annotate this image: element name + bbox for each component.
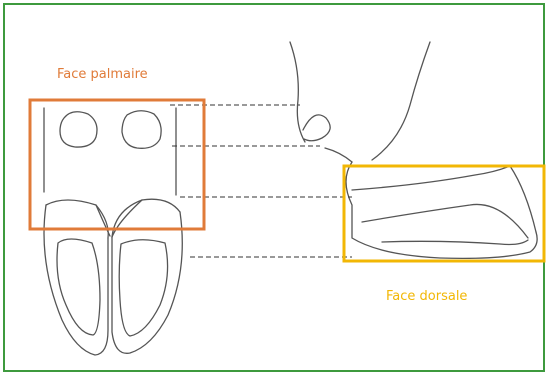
palmar-face-label: Face palmaire	[57, 68, 148, 81]
palmar-view-drawing	[44, 108, 182, 355]
connector-lines	[170, 105, 352, 257]
dorsal-view-drawing	[290, 42, 537, 258]
dorsal-face-label: Face dorsale	[386, 290, 467, 303]
